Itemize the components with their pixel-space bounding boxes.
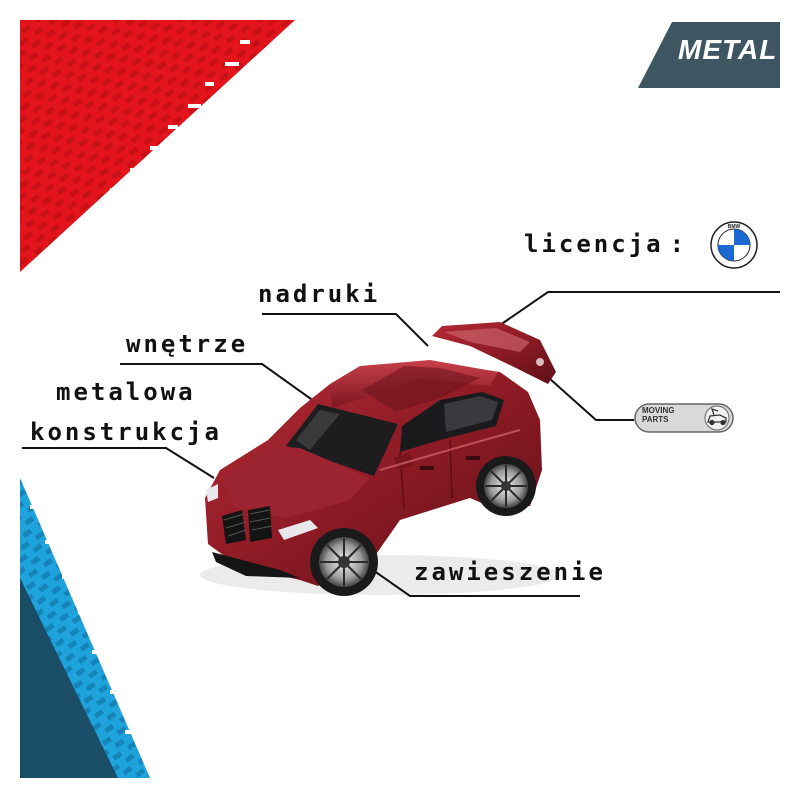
red-tire-track-decoration [20,20,295,272]
front-wheel [310,528,378,596]
bmw-logo-text: BMW [728,224,741,230]
bmw-logo-icon: BMW [710,221,758,269]
feature-label-metal-line1: metalowa [56,378,196,406]
metal-badge-shape [638,22,780,88]
callout-lines [22,291,780,597]
licence-text: licencja [524,230,664,258]
feature-label-prints: nadruki [258,280,381,308]
metal-badge-label: METAL [678,34,778,65]
licence-colon: : [669,230,688,258]
car-model-illustration [200,322,560,596]
licence-label: licencja: [524,230,687,258]
feature-label-metal-line2: konstrukcja [30,418,222,446]
moving-parts-label: MOVING PARTS [642,406,674,424]
rear-wheel [476,456,536,516]
moving-parts-line2: PARTS [642,415,669,424]
car-door-icon [707,407,727,426]
feature-label-suspension: zawieszenie [414,558,606,586]
moving-parts-badge [634,403,734,433]
feature-label-interior: wnętrze [126,330,249,358]
blue-tire-track-decoration [20,478,150,778]
moving-parts-line1: MOVING [642,406,675,415]
